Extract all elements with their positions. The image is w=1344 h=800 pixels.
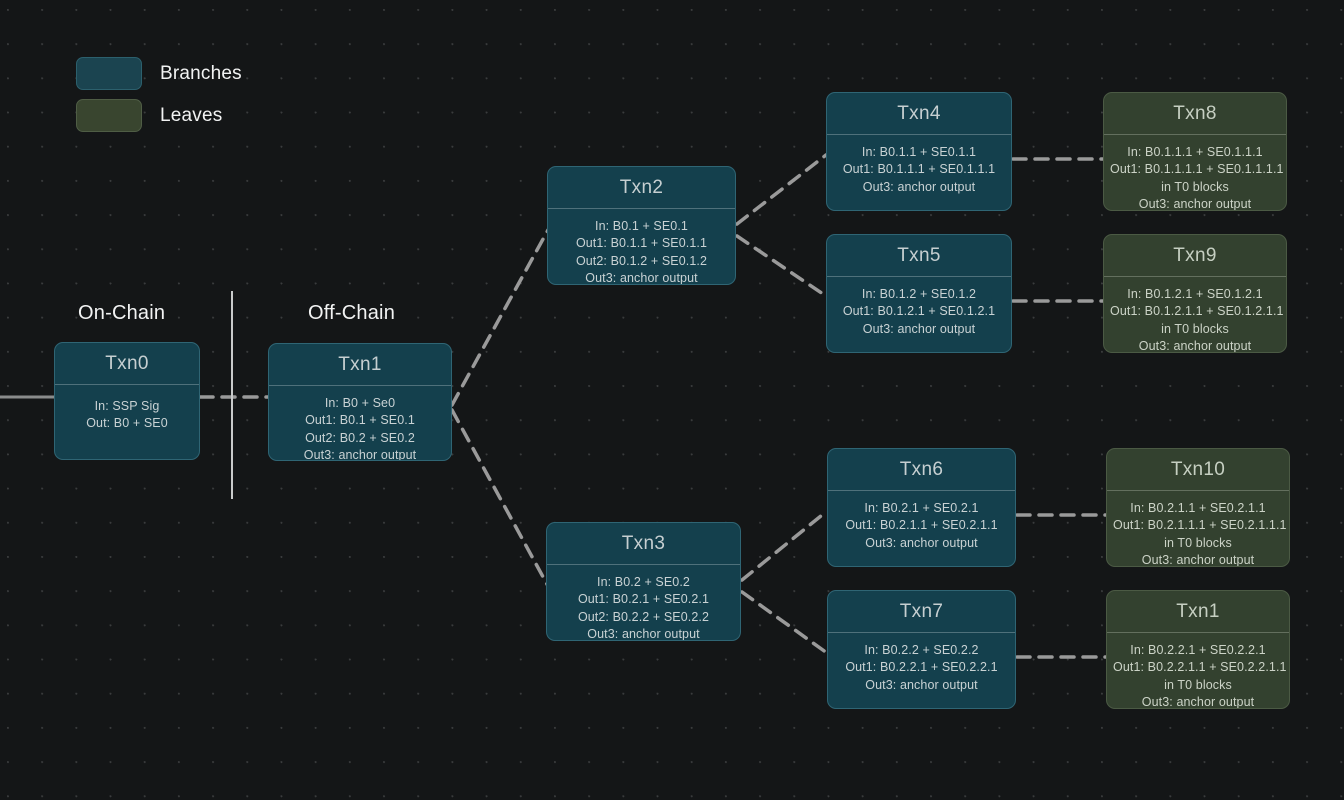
node-title: Txn5: [827, 235, 1011, 277]
node-line: In: B0.2.2 + SE0.2.2: [864, 643, 979, 657]
edge-txn1-to-txn3: [450, 408, 550, 588]
node-title: Txn4: [827, 93, 1011, 135]
node-title: Txn0: [55, 343, 199, 385]
legend: Branches Leaves: [76, 57, 242, 142]
node-txn2[interactable]: Txn2 In: B0.1 + SE0.1 Out1: B0.1.1 + SE0…: [547, 166, 736, 285]
node-line: Out3: anchor output: [862, 179, 976, 194]
legend-label-leaves: Leaves: [160, 104, 223, 126]
node-txn11[interactable]: Txn1 In: B0.2.2.1 + SE0.2.2.1 Out1: B0.2…: [1106, 590, 1290, 709]
node-body: In: SSP Sig Out: B0 + SE0: [55, 385, 199, 441]
node-line: In: B0.2 + SE0.2: [597, 575, 690, 589]
section-label-off-chain: Off-Chain: [308, 302, 396, 324]
edge-txn3-to-txn6: [740, 509, 829, 582]
node-line: in T0 blocks: [1161, 179, 1229, 194]
legend-item-leaves: Leaves: [76, 99, 242, 132]
node-line: Out1: B0.2.1 + SE0.2.1: [577, 592, 710, 607]
node-line: Out1: B0.2.1.1.1 + SE0.2.1.1.1: [1113, 518, 1287, 533]
legend-label-branches: Branches: [160, 62, 242, 84]
node-txn0[interactable]: Txn0 In: SSP Sig Out: B0 + SE0: [54, 342, 200, 460]
node-line: Out3: anchor output: [1141, 553, 1255, 567]
node-title: Txn10: [1107, 449, 1289, 491]
section-label-on-chain: On-Chain: [78, 302, 166, 324]
node-line: Out3: anchor output: [1138, 339, 1252, 353]
node-line: Out1: B0.1.2.1 + SE0.1.2.1: [842, 304, 996, 319]
node-line: Out: B0 + SE0: [86, 416, 168, 431]
node-line: Out3: anchor output: [1141, 695, 1255, 709]
node-txn5[interactable]: Txn5 In: B0.1.2 + SE0.1.2 Out1: B0.1.2.1…: [826, 234, 1012, 353]
node-body: In: B0.2 + SE0.2 Out1: B0.2.1 + SE0.2.1 …: [547, 565, 740, 641]
node-body: In: B0.2.2 + SE0.2.2 Out1: B0.2.2.1 + SE…: [828, 633, 1015, 702]
node-line: Out3: anchor output: [587, 627, 700, 641]
node-line: Out3: anchor output: [303, 448, 417, 461]
node-line: in T0 blocks: [1164, 535, 1232, 550]
node-txn6[interactable]: Txn6 In: B0.2.1 + SE0.2.1 Out1: B0.2.1.1…: [827, 448, 1016, 567]
node-line: In: B0.2.2.1 + SE0.2.2.1: [1130, 643, 1266, 657]
node-title: Txn7: [828, 591, 1015, 633]
node-txn1[interactable]: Txn1 In: B0 + Se0 Out1: B0.1 + SE0.1 Out…: [268, 343, 452, 461]
legend-item-branches: Branches: [76, 57, 242, 90]
node-body: In: B0.2.2.1 + SE0.2.2.1 Out1: B0.2.2.1.…: [1107, 633, 1289, 709]
node-line: Out2: B0.1.2 + SE0.1.2: [575, 253, 708, 268]
node-line: Out2: B0.2.2 + SE0.2.2: [577, 609, 710, 624]
node-txn7[interactable]: Txn7 In: B0.2.2 + SE0.2.2 Out1: B0.2.2.1…: [827, 590, 1016, 709]
node-line: Out1: B0.2.2.1.1 + SE0.2.2.1.1: [1113, 660, 1287, 675]
node-line: In: B0.1.1.1 + SE0.1.1.1: [1127, 145, 1263, 159]
node-line: Out2: B0.2 + SE0.2: [305, 430, 415, 445]
node-title: Txn8: [1104, 93, 1286, 135]
node-title: Txn2: [548, 167, 735, 209]
node-body: In: B0.1 + SE0.1 Out1: B0.1.1 + SE0.1.1 …: [548, 209, 735, 285]
edge-txn2-to-txn5: [735, 234, 828, 298]
edge-txn1-to-txn2: [450, 228, 550, 407]
node-line: In: B0.1.1 + SE0.1.1: [861, 145, 977, 159]
node-line: Out3: anchor output: [865, 535, 978, 550]
node-body: In: B0.1.1 + SE0.1.1 Out1: B0.1.1.1 + SE…: [827, 135, 1011, 204]
legend-swatch-leaves-icon: [76, 99, 142, 132]
node-title: Txn6: [828, 449, 1015, 491]
node-body: In: B0.2.1.1 + SE0.2.1.1 Out1: B0.2.1.1.…: [1107, 491, 1289, 567]
node-line: In: B0.1.2.1 + SE0.1.2.1: [1127, 287, 1263, 301]
node-line: Out1: B0.2.1.1 + SE0.2.1.1: [845, 518, 998, 533]
node-line: In: B0.2.1 + SE0.2.1: [864, 501, 979, 515]
node-line: In: B0.1 + SE0.1: [595, 219, 688, 233]
node-title: Txn9: [1104, 235, 1286, 277]
node-line: In: B0 + Se0: [324, 396, 396, 410]
node-txn10[interactable]: Txn10 In: B0.2.1.1 + SE0.2.1.1 Out1: B0.…: [1106, 448, 1290, 567]
node-line: Out3: anchor output: [862, 321, 976, 336]
edge-txn3-to-txn7: [740, 590, 829, 655]
node-line: Out1: B0.1.1 + SE0.1.1: [575, 236, 708, 251]
node-line: Out3: anchor output: [1138, 197, 1252, 211]
node-body: In: B0.1.2.1 + SE0.1.2.1 Out1: B0.1.2.1.…: [1104, 277, 1286, 353]
node-line: Out3: anchor output: [865, 677, 978, 692]
legend-swatch-branches-icon: [76, 57, 142, 90]
node-txn8[interactable]: Txn8 In: B0.1.1.1 + SE0.1.1.1 Out1: B0.1…: [1103, 92, 1287, 211]
node-body: In: B0.2.1 + SE0.2.1 Out1: B0.2.1.1 + SE…: [828, 491, 1015, 560]
node-line: Out1: B0.1.1.1.1 + SE0.1.1.1.1: [1110, 162, 1284, 177]
edge-txn2-to-txn4: [735, 153, 828, 226]
node-line: Out1: B0.2.2.1 + SE0.2.2.1: [845, 660, 998, 675]
node-line: in T0 blocks: [1164, 677, 1232, 692]
node-body: In: B0.1.2 + SE0.1.2 Out1: B0.1.2.1 + SE…: [827, 277, 1011, 346]
node-txn3[interactable]: Txn3 In: B0.2 + SE0.2 Out1: B0.2.1 + SE0…: [546, 522, 741, 641]
node-txn4[interactable]: Txn4 In: B0.1.1 + SE0.1.1 Out1: B0.1.1.1…: [826, 92, 1012, 211]
node-title: Txn1: [269, 344, 451, 386]
node-body: In: B0 + Se0 Out1: B0.1 + SE0.1 Out2: B0…: [269, 386, 451, 461]
node-txn9[interactable]: Txn9 In: B0.1.2.1 + SE0.1.2.1 Out1: B0.1…: [1103, 234, 1287, 353]
node-title: Txn1: [1107, 591, 1289, 633]
node-line: In: SSP Sig: [94, 399, 160, 413]
node-body: In: B0.1.1.1 + SE0.1.1.1 Out1: B0.1.1.1.…: [1104, 135, 1286, 211]
node-line: In: B0.2.1.1 + SE0.2.1.1: [1130, 501, 1266, 515]
node-line: Out1: B0.1.1.1 + SE0.1.1.1: [842, 162, 996, 177]
chain-divider: [231, 291, 233, 499]
node-line: In: B0.1.2 + SE0.1.2: [861, 287, 977, 301]
node-line: Out1: B0.1.2.1.1 + SE0.1.2.1.1: [1110, 304, 1284, 319]
node-title: Txn3: [547, 523, 740, 565]
node-line: Out1: B0.1 + SE0.1: [305, 413, 415, 428]
node-line: in T0 blocks: [1161, 321, 1229, 336]
node-line: Out3: anchor output: [585, 271, 698, 285]
